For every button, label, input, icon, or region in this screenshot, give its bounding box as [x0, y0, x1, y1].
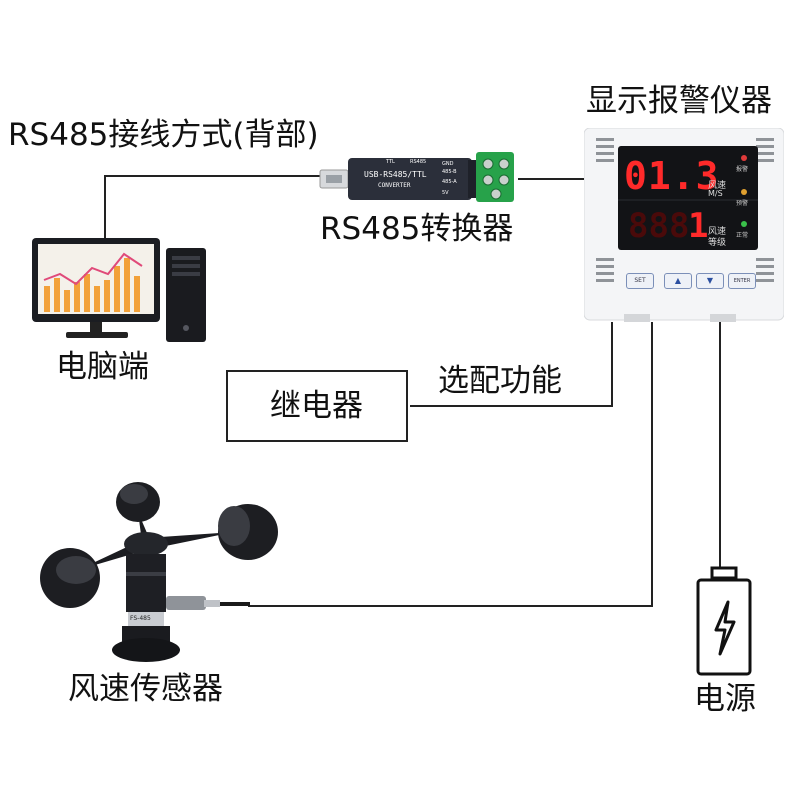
wind-sensor-label: 风速传感器 [68, 671, 223, 707]
optional-feature-label: 选配功能 [438, 363, 562, 399]
relay-label: 继电器 [270, 388, 363, 424]
converter-pin-1: GND [442, 161, 454, 167]
converter-top-ttl: TTL [386, 159, 395, 165]
rs485-converter-label: RS485转换器 [320, 211, 514, 247]
indicator-alarm: 报警 [736, 166, 749, 173]
converter-pin-2: 485-B [442, 169, 457, 175]
converter-text-sub: CONVERTER [378, 182, 411, 189]
wire-display-to-sensor [248, 322, 653, 607]
wind-level-readout: 1 [688, 206, 709, 246]
anemometer-icon: FS-485 [38, 476, 288, 672]
power-battery-icon [694, 566, 754, 678]
wire-pc-to-converter [104, 175, 322, 238]
wind-speed-readout: 01.3 [624, 154, 720, 198]
wire-display-to-relay [410, 322, 613, 407]
pc-label: 电脑端 [56, 349, 149, 385]
converter-pin-4: 5V [442, 190, 449, 196]
up-button[interactable]: ▲ [664, 273, 692, 289]
wind-level-dim-digits: 888 [628, 206, 690, 246]
wind-level-label-1: 风速 [708, 227, 727, 237]
relay-box [226, 370, 408, 442]
indicator-warning: 预警 [736, 200, 749, 207]
lightning-icon [714, 600, 736, 656]
converter-top-rs485: RS485 [410, 159, 427, 165]
pc-icon [30, 236, 210, 346]
down-button[interactable]: ▼ [696, 273, 724, 289]
wind-speed-label: 风速 [708, 181, 727, 191]
wind-level-label-2: 等级 [708, 238, 727, 248]
rs485-converter: USB-RS485/TTL CONVERTER TTL RS485 GND 48… [318, 150, 522, 206]
converter-pin-3: 485-A [442, 179, 457, 185]
enter-button[interactable]: ENTER [728, 273, 756, 289]
converter-text-main: USB-RS485/TTL [364, 170, 427, 179]
power-label: 电源 [694, 681, 756, 717]
wind-speed-unit: M/S [708, 189, 723, 198]
indicator-normal: 正常 [736, 232, 749, 239]
rs485-wiring-title: RS485接线方式(背部) [8, 117, 319, 153]
set-button[interactable]: SET [626, 273, 654, 289]
sensor-tag: FS-485 [130, 615, 151, 622]
display-alarm-title: 显示报警仪器 [586, 83, 772, 119]
display-alarm-device: 01.3 风速 M/S 888 1 风速 等级 报警 预警 正常 SET ▲ ▼… [583, 127, 785, 324]
